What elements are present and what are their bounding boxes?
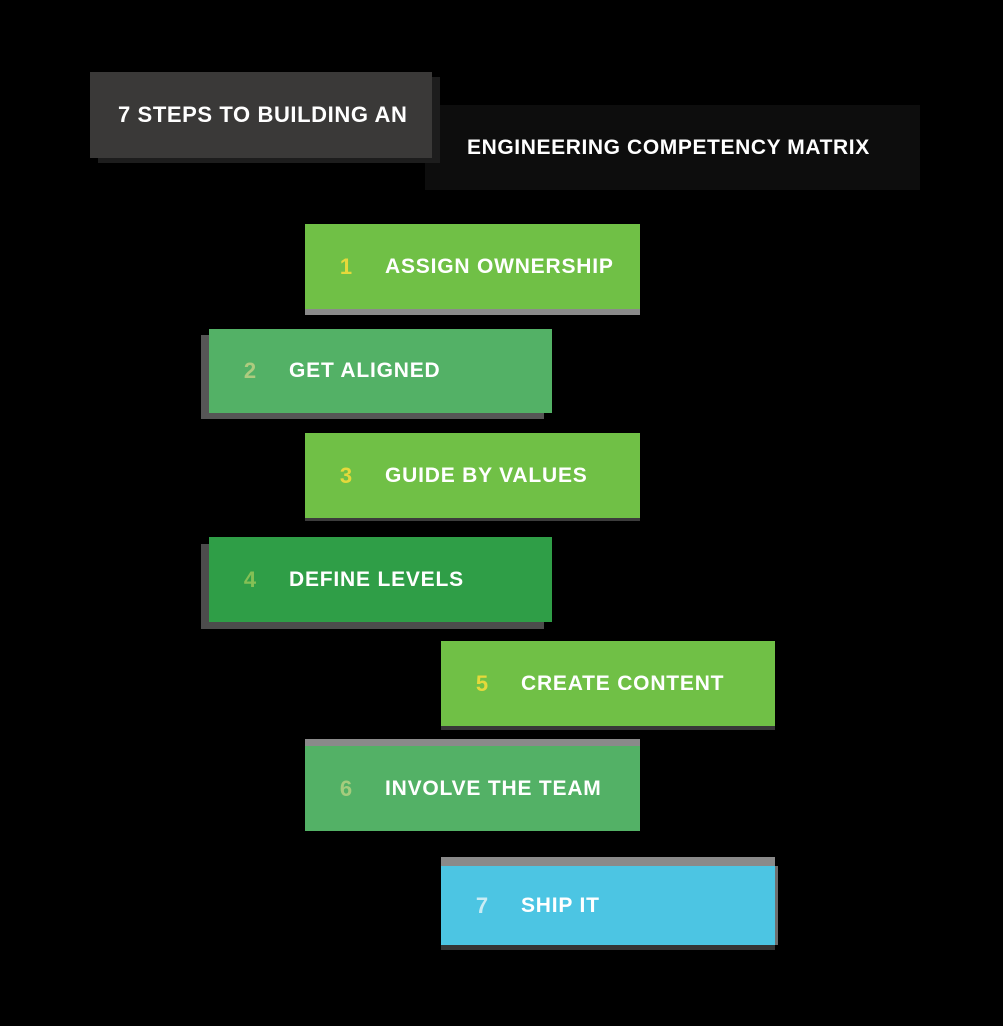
- step-number-1: 1: [339, 253, 353, 279]
- step-bar-7: 7 SHIP IT: [441, 866, 775, 945]
- step-label-2: GET ALIGNED: [289, 359, 441, 382]
- step-label-4: DEFINE LEVELS: [289, 567, 464, 591]
- title-chip-secondary: ENGINEERING COMPETENCY MATRIX: [425, 105, 920, 190]
- step-bar-5: 5 CREATE CONTENT: [441, 641, 775, 726]
- step-bar-4: 4 DEFINE LEVELS: [209, 537, 552, 622]
- step-label-5: CREATE CONTENT: [521, 671, 725, 695]
- step-bar-3: 3 GUIDE BY VALUES: [305, 433, 640, 518]
- step-label-1: ASSIGN OWNERSHIP: [385, 254, 614, 278]
- title-chip-primary: 7 STEPS TO BUILDING AN: [90, 72, 432, 158]
- title-line-2: ENGINEERING COMPETENCY MATRIX: [467, 135, 870, 159]
- step-bar-1: 1 ASSIGN OWNERSHIP: [305, 224, 640, 309]
- step-number-7: 7: [475, 892, 489, 918]
- step-label-6: INVOLVE THE TEAM: [385, 776, 602, 800]
- step-label-7: SHIP IT: [521, 893, 600, 917]
- step-number-2: 2: [243, 358, 257, 383]
- step-number-6: 6: [339, 775, 353, 801]
- step-number-3: 3: [339, 462, 353, 488]
- step-label-3: GUIDE BY VALUES: [385, 463, 588, 487]
- title-line-1: 7 STEPS TO BUILDING AN: [118, 102, 408, 127]
- step-number-5: 5: [475, 670, 489, 696]
- step-bar-6: 6 INVOLVE THE TEAM: [305, 746, 640, 831]
- step-number-4: 4: [243, 566, 257, 592]
- step-bar-2: 2 GET ALIGNED: [209, 329, 552, 413]
